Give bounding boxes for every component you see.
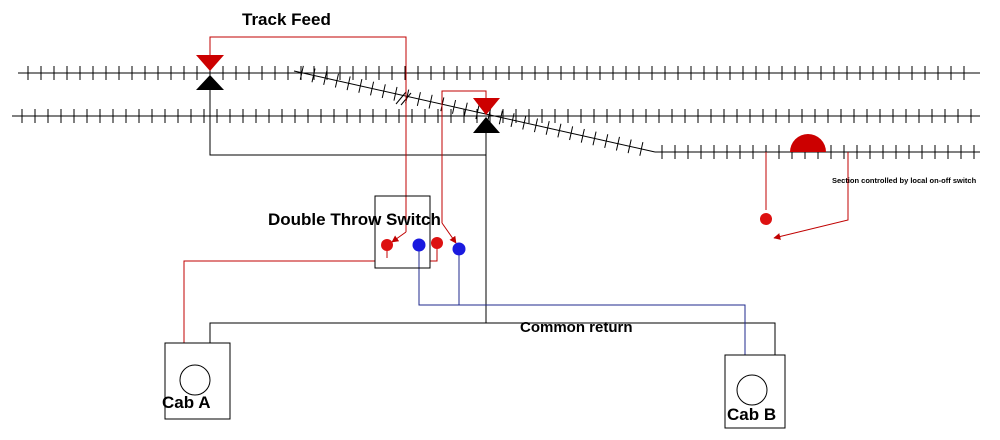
track-tie: [393, 86, 398, 101]
track-diagonal-turnout: [293, 65, 656, 156]
common-return-wires: [209, 90, 776, 355]
track-siding: [655, 145, 980, 159]
track-tie: [311, 68, 316, 83]
double-throw-switch-label: Double Throw Switch: [268, 210, 441, 229]
insulated-joint-left: [196, 55, 224, 90]
switch-terminal-blue-left[interactable]: [412, 238, 426, 252]
track-tie: [323, 71, 328, 85]
track-tie: [580, 128, 585, 143]
track-tie: [334, 73, 339, 88]
track-tie: [604, 134, 609, 148]
switch-terminal-red-left[interactable]: [381, 239, 393, 251]
track-tie: [569, 126, 574, 141]
track-tie: [510, 113, 515, 127]
section-switch-terminal[interactable]: [760, 213, 772, 225]
track-tie: [475, 105, 480, 120]
track-upper: [18, 66, 980, 80]
cab-b-box: [724, 354, 786, 429]
section-feed-dome: [790, 134, 826, 152]
blue-return-wires: [418, 245, 746, 355]
track-tie: [463, 102, 468, 117]
cab-a-label: Cab A: [162, 393, 211, 412]
double-throw-switch-box: [374, 195, 431, 269]
switch-terminal-red-right[interactable]: [431, 237, 443, 249]
cab-b-label: Cab B: [727, 405, 777, 424]
switch-terminal-blue-right[interactable]: [452, 242, 466, 256]
cab-a-knob[interactable]: [179, 364, 211, 396]
track-tie: [545, 120, 550, 135]
track-tie: [452, 99, 457, 114]
track-tie: [346, 76, 351, 91]
cab-b-knob[interactable]: [736, 374, 768, 406]
track-tie: [639, 142, 644, 156]
track-feed-label: Track Feed: [242, 10, 331, 29]
track-tie: [522, 115, 527, 130]
track-tie: [370, 81, 375, 96]
track-tie: [487, 107, 492, 122]
track-tie: [358, 78, 363, 93]
track-tie: [416, 92, 421, 106]
track-tie: [498, 110, 503, 125]
track-tie: [299, 65, 304, 80]
track-tie: [428, 94, 433, 109]
section-note-label: Section controlled by local on-off switc…: [832, 176, 977, 185]
insulated-joint-right: [473, 98, 500, 133]
common-return-label: Common return: [520, 319, 633, 336]
cab-a-box: [164, 342, 231, 420]
track-tie: [615, 136, 620, 151]
track-tie: [627, 139, 632, 154]
track-tie: [592, 131, 597, 146]
track-tie: [557, 123, 562, 138]
track-tie: [381, 84, 386, 99]
track-tie: [533, 118, 539, 133]
red-feed-wires: [183, 36, 849, 343]
